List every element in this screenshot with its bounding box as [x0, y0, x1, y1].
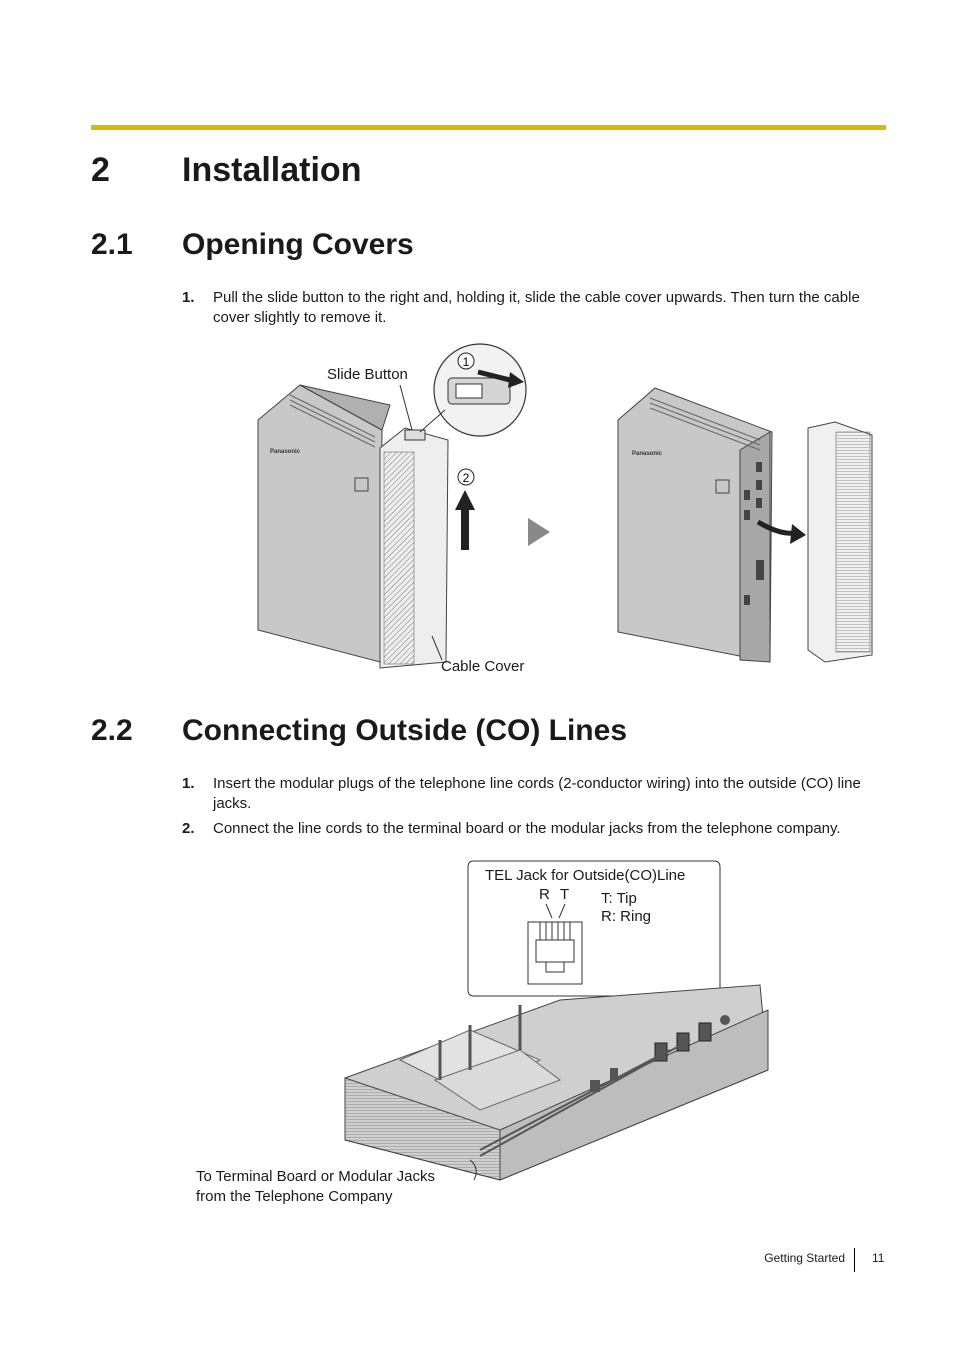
- footer-section: Getting Started: [764, 1251, 845, 1265]
- step-text: Pull the slide button to the right and, …: [213, 289, 860, 326]
- brand-text-2: Panasonic: [632, 451, 663, 457]
- footer-divider: [854, 1248, 855, 1272]
- step-text: Connect the line cords to the terminal b…: [213, 820, 841, 837]
- opening-covers-figure: Panasonic 1 2 Panasonic: [257, 343, 873, 669]
- step-number: 2.: [182, 820, 195, 837]
- cable-cover-label: Cable Cover: [441, 658, 525, 675]
- page-number: 11: [872, 1251, 885, 1265]
- callout-title: TEL Jack for Outside(CO)Line: [485, 867, 686, 884]
- pin-r-label: R: [539, 886, 550, 903]
- section-title: Connecting Outside (CO) Lines: [182, 714, 628, 747]
- section-title: Opening Covers: [182, 228, 414, 261]
- ring-legend: R: Ring: [601, 908, 652, 925]
- terminal-label-line1: To Terminal Board or Modular Jacks: [196, 1168, 435, 1185]
- section-number: 2.1: [91, 228, 133, 261]
- step-number: 1.: [182, 775, 195, 792]
- chapter-accent-bar: [91, 125, 886, 130]
- tip-legend: T: Tip: [601, 890, 637, 907]
- step-text: Insert the modular plugs of the telephon…: [213, 775, 861, 812]
- chapter-number: 2: [91, 151, 110, 189]
- step-marker-2: 2: [463, 471, 470, 485]
- step-marker-1: 1: [463, 355, 470, 369]
- terminal-label-line2: from the Telephone Company: [196, 1188, 393, 1205]
- section-number: 2.2: [91, 714, 133, 747]
- chapter-title: Installation: [182, 151, 362, 189]
- brand-text: Panasonic: [270, 449, 301, 455]
- pin-t-label: T: [560, 886, 570, 903]
- step-number: 1.: [182, 289, 195, 306]
- slide-button-label: Slide Button: [327, 366, 408, 383]
